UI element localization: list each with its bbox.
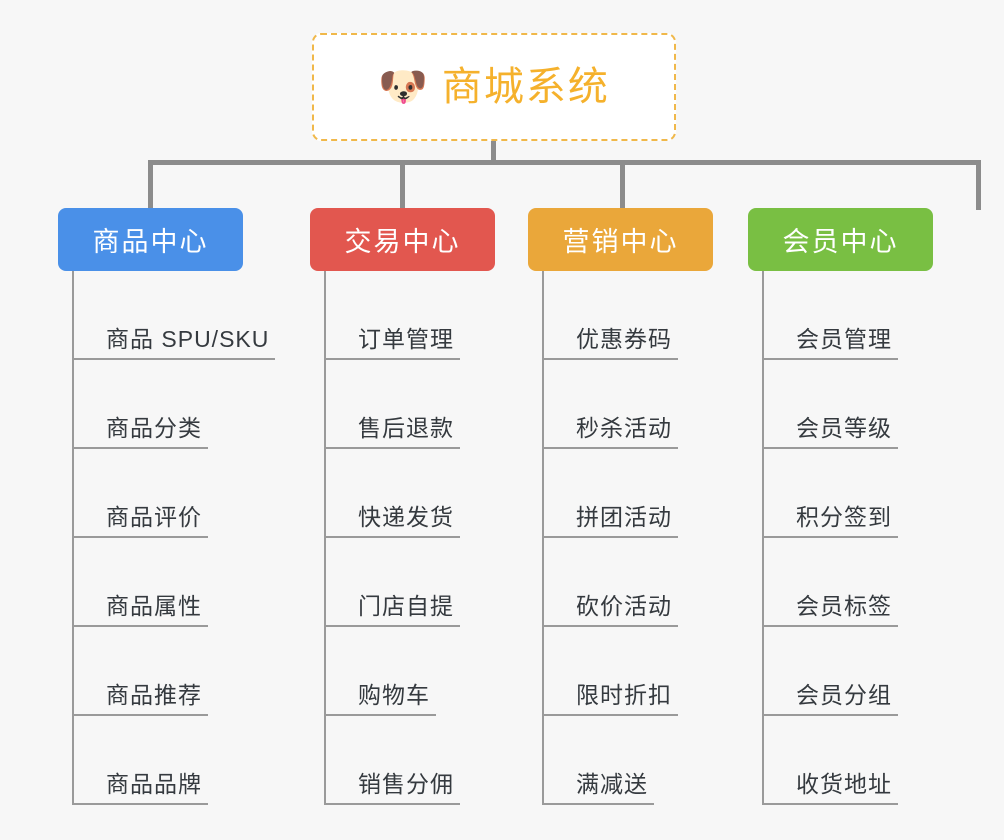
leaf-label: 订单管理 (358, 326, 454, 352)
leaf-label: 会员等级 (796, 415, 892, 441)
leaf-label: 收货地址 (796, 771, 892, 797)
leaf-underline (764, 447, 898, 449)
leaf-label: 门店自提 (358, 593, 454, 619)
leaf-underline (326, 447, 460, 449)
leaf-label: 商品品牌 (106, 771, 202, 797)
category-header-trade[interactable]: 交易中心 (310, 208, 495, 271)
leaf-underline (764, 803, 898, 805)
list-item[interactable]: 商品评价 (74, 449, 308, 538)
category-header-label: 交易中心 (344, 227, 461, 257)
leaf-underline (326, 358, 460, 360)
leaf-underline (544, 625, 678, 627)
leaf-label: 满减送 (576, 771, 648, 797)
category-header-member[interactable]: 会员中心 (748, 208, 933, 271)
list-item[interactable]: 会员标签 (764, 538, 968, 627)
leaf-underline (74, 714, 208, 716)
branch-column-marketing: 营销中心 优惠券码 秒杀活动 拼团活动 砍价活动 限时折扣 (528, 208, 748, 805)
leaf-underline (544, 447, 678, 449)
leaf-underline (764, 536, 898, 538)
list-item[interactable]: 会员分组 (764, 627, 968, 716)
list-item[interactable]: 会员管理 (764, 271, 968, 360)
leaf-underline (74, 358, 275, 360)
list-item[interactable]: 商品 SPU/SKU (74, 271, 308, 360)
leaf-list-trade: 订单管理 售后退款 快递发货 门店自提 购物车 销售分佣 (324, 271, 530, 805)
branch-column-product: 商品中心 商品 SPU/SKU 商品分类 商品评价 商品属性 商品推荐 (58, 208, 308, 805)
leaf-underline (544, 536, 678, 538)
branch-column-member: 会员中心 会员管理 会员等级 积分签到 会员标签 会员分组 (748, 208, 968, 805)
leaf-label: 优惠券码 (576, 326, 672, 352)
leaf-underline (764, 358, 898, 360)
root-title: 商城系统 (441, 65, 610, 109)
leaf-label: 快递发货 (358, 504, 454, 530)
leaf-label: 拼团活动 (576, 504, 672, 530)
leaf-label: 秒杀活动 (576, 415, 672, 441)
list-item[interactable]: 砍价活动 (544, 538, 748, 627)
leaf-label: 商品评价 (106, 504, 202, 530)
leaf-underline (764, 714, 898, 716)
leaf-underline (74, 536, 208, 538)
list-item[interactable]: 收货地址 (764, 716, 968, 805)
leaf-underline (326, 536, 460, 538)
leaf-label: 商品推荐 (106, 682, 202, 708)
connector-drop-2 (400, 160, 405, 210)
leaf-label: 商品属性 (106, 593, 202, 619)
leaf-underline (74, 803, 208, 805)
connector-drop-3 (620, 160, 625, 210)
leaf-label: 限时折扣 (576, 682, 672, 708)
list-item[interactable]: 商品推荐 (74, 627, 308, 716)
connector-drop-1 (148, 160, 153, 210)
leaf-underline (326, 625, 460, 627)
list-item[interactable]: 限时折扣 (544, 627, 748, 716)
category-header-label: 营销中心 (562, 227, 679, 257)
category-header-marketing[interactable]: 营销中心 (528, 208, 713, 271)
leaf-list-product: 商品 SPU/SKU 商品分类 商品评价 商品属性 商品推荐 商品品牌 (72, 271, 308, 805)
leaf-underline (74, 625, 208, 627)
leaf-label: 销售分佣 (358, 771, 454, 797)
category-header-product[interactable]: 商品中心 (58, 208, 243, 271)
leaf-underline (544, 358, 678, 360)
leaf-underline (326, 714, 436, 716)
leaf-label: 会员分组 (796, 682, 892, 708)
list-item[interactable]: 秒杀活动 (544, 360, 748, 449)
leaf-label: 商品分类 (106, 415, 202, 441)
leaf-label: 购物车 (358, 682, 430, 708)
leaf-list-member: 会员管理 会员等级 积分签到 会员标签 会员分组 收货地址 (762, 271, 968, 805)
list-item[interactable]: 购物车 (326, 627, 530, 716)
branch-column-trade: 交易中心 订单管理 售后退款 快递发货 门店自提 购物车 (310, 208, 530, 805)
connector-drop-4 (976, 160, 981, 210)
leaf-label: 售后退款 (358, 415, 454, 441)
leaf-label: 会员管理 (796, 326, 892, 352)
leaf-underline (544, 714, 678, 716)
list-item[interactable]: 商品属性 (74, 538, 308, 627)
root-node[interactable]: 🐶 商城系统 (312, 33, 676, 141)
list-item[interactable]: 销售分佣 (326, 716, 530, 805)
category-header-label: 商品中心 (92, 227, 209, 257)
leaf-underline (544, 803, 654, 805)
leaf-underline (326, 803, 460, 805)
list-item[interactable]: 订单管理 (326, 271, 530, 360)
leaf-label: 积分签到 (796, 504, 892, 530)
leaf-underline (74, 447, 208, 449)
category-header-label: 会员中心 (782, 227, 899, 257)
list-item[interactable]: 快递发货 (326, 449, 530, 538)
leaf-label: 商品 SPU/SKU (106, 326, 270, 352)
connector-bus-bar (148, 160, 981, 165)
leaf-label: 会员标签 (796, 593, 892, 619)
list-item[interactable]: 商品品牌 (74, 716, 308, 805)
connector-stem (491, 141, 496, 163)
list-item[interactable]: 售后退款 (326, 360, 530, 449)
list-item[interactable]: 积分签到 (764, 449, 968, 538)
leaf-label: 砍价活动 (576, 593, 672, 619)
list-item[interactable]: 商品分类 (74, 360, 308, 449)
list-item[interactable]: 门店自提 (326, 538, 530, 627)
shiba-dog-face-icon: 🐶 (378, 65, 428, 109)
list-item[interactable]: 满减送 (544, 716, 748, 805)
list-item[interactable]: 优惠券码 (544, 271, 748, 360)
leaf-underline (764, 625, 898, 627)
leaf-list-marketing: 优惠券码 秒杀活动 拼团活动 砍价活动 限时折扣 满减送 (542, 271, 748, 805)
list-item[interactable]: 拼团活动 (544, 449, 748, 538)
list-item[interactable]: 会员等级 (764, 360, 968, 449)
